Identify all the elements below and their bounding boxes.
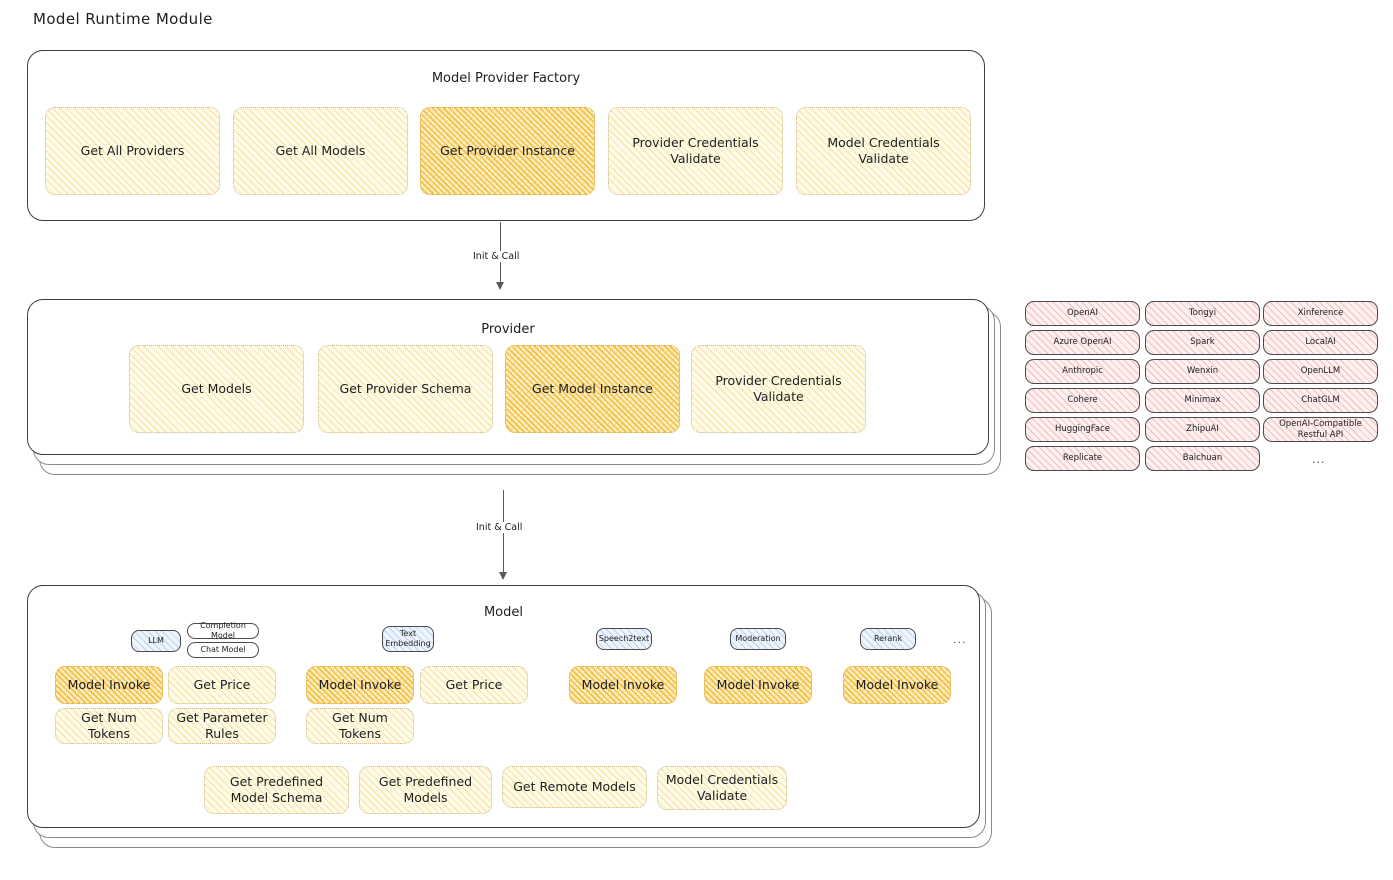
provider-chip-spark[interactable]: Spark	[1145, 330, 1260, 355]
model-method-llm-get-price[interactable]: Get Price	[168, 666, 276, 704]
model-panel: Model LLM Completion Model Chat Model Mo…	[27, 585, 980, 828]
model-type-badge-text-embedding[interactable]: Text Embedding	[382, 626, 434, 652]
provider-chip-azure-openai[interactable]: Azure OpenAI	[1025, 330, 1140, 355]
page-title: Model Runtime Module	[33, 10, 213, 28]
model-method-speech2text-model-invoke[interactable]: Model Invoke	[569, 666, 677, 704]
provider-node-get-provider-schema[interactable]: Get Provider Schema	[318, 345, 493, 433]
provider-chip-huggingface[interactable]: HuggingFace	[1025, 417, 1140, 442]
factory-node-get-all-models[interactable]: Get All Models	[233, 107, 408, 195]
model-common-get-remote-models[interactable]: Get Remote Models	[502, 766, 647, 808]
model-types-more: ...	[953, 633, 967, 646]
model-method-text-embedding-get-num-tokens[interactable]: Get Num Tokens	[306, 708, 414, 744]
provider-chip-localai[interactable]: LocalAI	[1263, 330, 1378, 355]
provider-chip-tongyi[interactable]: Tongyi	[1145, 301, 1260, 326]
model-provider-factory-panel: Model Provider Factory Get All Providers…	[27, 50, 985, 221]
arrow-factory-to-provider-label: Init & Call	[470, 251, 523, 262]
factory-node-get-all-providers[interactable]: Get All Providers	[45, 107, 220, 195]
provider-chip-openai-compatible-restful-api[interactable]: OpenAI-Compatible Restful API	[1263, 417, 1378, 442]
model-method-text-embedding-get-price[interactable]: Get Price	[420, 666, 528, 704]
arrow-provider-to-model-label: Init & Call	[473, 522, 526, 533]
model-provider-factory-label: Model Provider Factory	[431, 71, 581, 86]
provider-chip-chatglm[interactable]: ChatGLM	[1263, 388, 1378, 413]
provider-chip-anthropic[interactable]: Anthropic	[1025, 359, 1140, 384]
model-type-badge-speech2text[interactable]: Speech2text	[596, 628, 652, 650]
provider-chip-replicate[interactable]: Replicate	[1025, 446, 1140, 471]
provider-panel: Provider Get Models Get Provider Schema …	[27, 299, 989, 455]
model-method-llm-get-parameter-rules[interactable]: Get Parameter Rules	[168, 708, 276, 744]
model-type-badge-llm[interactable]: LLM	[131, 630, 181, 652]
arrow-provider-to-model	[499, 490, 507, 580]
model-type-badge-moderation[interactable]: Moderation	[730, 628, 786, 650]
model-label: Model	[483, 605, 524, 620]
provider-chip-zhipuai[interactable]: ZhipuAI	[1145, 417, 1260, 442]
factory-node-get-provider-instance[interactable]: Get Provider Instance	[420, 107, 595, 195]
provider-node-provider-credentials-validate[interactable]: Provider Credentials Validate	[691, 345, 866, 433]
factory-node-provider-credentials-validate[interactable]: Provider Credentials Validate	[608, 107, 783, 195]
model-common-get-predefined-model-schema[interactable]: Get Predefined Model Schema	[204, 766, 349, 814]
provider-chip-baichuan[interactable]: Baichuan	[1145, 446, 1260, 471]
provider-chip-wenxin[interactable]: Wenxin	[1145, 359, 1260, 384]
provider-chip-openai[interactable]: OpenAI	[1025, 301, 1140, 326]
provider-chip-cohere[interactable]: Cohere	[1025, 388, 1140, 413]
model-common-model-credentials-validate[interactable]: Model Credentials Validate	[657, 766, 787, 810]
provider-chip-minimax[interactable]: Minimax	[1145, 388, 1260, 413]
provider-label: Provider	[481, 322, 535, 337]
provider-node-get-models[interactable]: Get Models	[129, 345, 304, 433]
model-subtype-badge-completion-model[interactable]: Completion Model	[187, 621, 259, 640]
provider-chip-xinference[interactable]: Xinference	[1263, 301, 1378, 326]
factory-node-model-credentials-validate[interactable]: Model Credentials Validate	[796, 107, 971, 195]
model-method-text-embedding-model-invoke[interactable]: Model Invoke	[306, 666, 414, 704]
provider-node-get-model-instance[interactable]: Get Model Instance	[505, 345, 680, 433]
provider-chip-openllm[interactable]: OpenLLM	[1263, 359, 1378, 384]
model-common-get-predefined-models[interactable]: Get Predefined Models	[359, 766, 492, 814]
model-method-llm-get-num-tokens[interactable]: Get Num Tokens	[55, 708, 163, 744]
provider-list-more: ...	[1312, 453, 1326, 466]
model-type-badge-rerank[interactable]: Rerank	[860, 628, 916, 650]
model-method-moderation-model-invoke[interactable]: Model Invoke	[704, 666, 812, 704]
model-method-llm-model-invoke[interactable]: Model Invoke	[55, 666, 163, 704]
model-method-rerank-model-invoke[interactable]: Model Invoke	[843, 666, 951, 704]
model-subtype-badge-chat-model[interactable]: Chat Model	[187, 642, 259, 658]
